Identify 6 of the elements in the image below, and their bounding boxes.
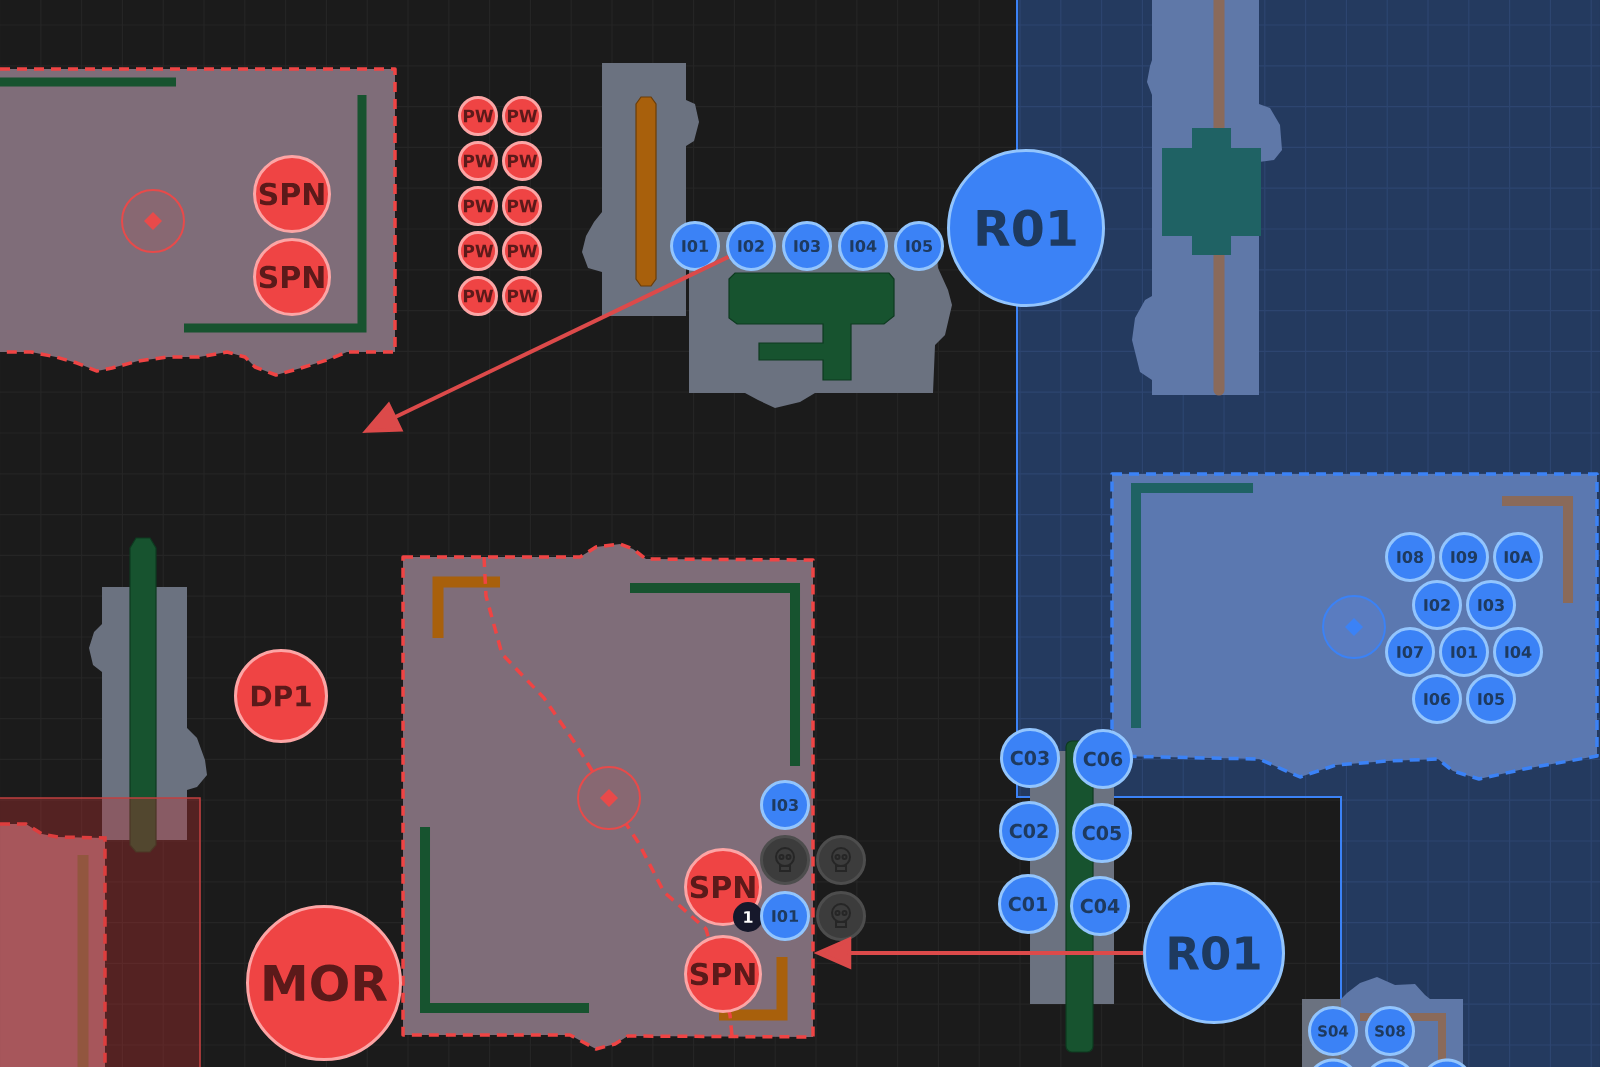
map-marker — [1427, 1058, 1467, 1067]
map-marker — [1313, 1058, 1353, 1067]
map-marker — [760, 835, 810, 885]
map-marker — [816, 891, 866, 941]
map-marker — [816, 835, 866, 885]
map-marker — [1370, 1058, 1410, 1067]
